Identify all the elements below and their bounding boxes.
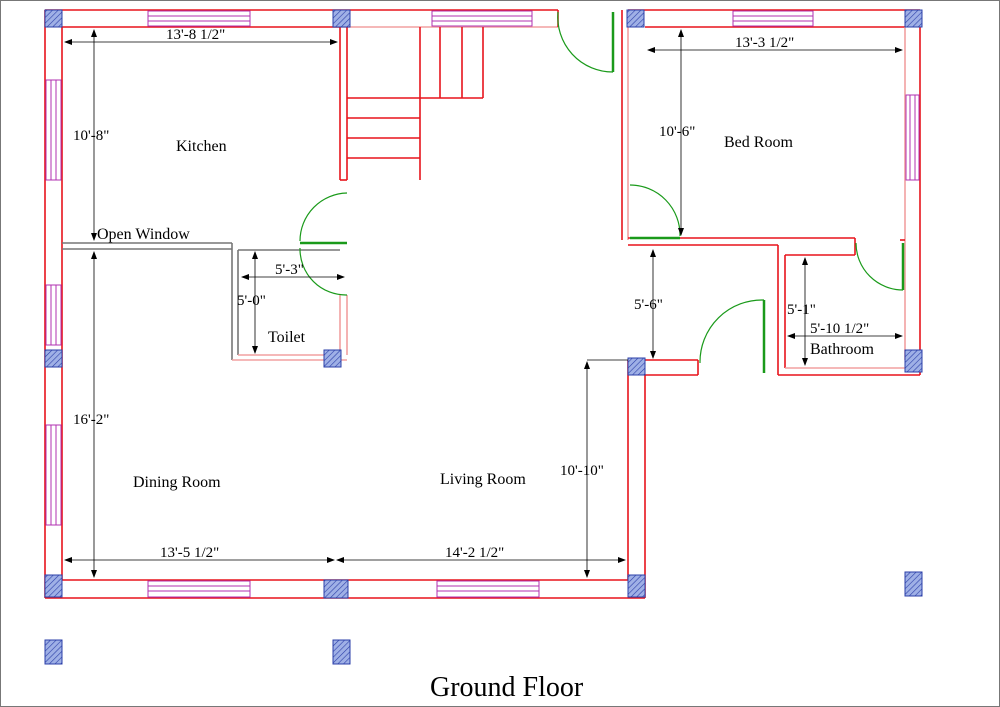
dim-living-width: 14'-2 1/2" [445, 545, 504, 561]
door-main-entrance [557, 11, 615, 73]
dim-dining-width: 13'-5 1/2" [160, 545, 219, 561]
drawing-title: Ground Floor [430, 672, 584, 703]
window-kitchen-top [147, 10, 251, 27]
window-bedroom-right [905, 94, 920, 181]
windows [45, 10, 920, 598]
column [44, 574, 63, 598]
window-kitchen-left [45, 79, 62, 181]
dimension-lines [64, 29, 903, 578]
door-toilet [299, 247, 348, 296]
dim-dining-height: 16'-2" [73, 412, 109, 428]
doors [299, 11, 905, 373]
window-bedroom-top [732, 10, 814, 27]
room-label-toilet: Toilet [268, 329, 306, 346]
column [627, 574, 646, 598]
door-bedroom [629, 184, 681, 240]
door-bathroom [855, 242, 905, 291]
column [44, 349, 63, 368]
window-stair-top [431, 10, 533, 27]
column [44, 639, 63, 665]
room-label-bed-room: Bed Room [724, 134, 793, 151]
column [904, 349, 923, 373]
dim-living-height: 10'-10" [560, 463, 604, 479]
column [332, 639, 351, 665]
room-label-living-room: Living Room [440, 471, 526, 488]
room-label-kitchen: Kitchen [176, 138, 227, 155]
column [904, 571, 923, 597]
window-dining-upper-left [45, 284, 62, 346]
column [627, 357, 646, 376]
door-passage [699, 299, 766, 373]
window-dining-left [45, 424, 62, 526]
door-kitchen [299, 192, 348, 245]
window-living-bottom [436, 580, 540, 598]
column [323, 579, 349, 599]
dim-bathroom-width: 5'-10 1/2" [810, 321, 869, 337]
note-open-window: Open Window [97, 226, 190, 243]
dim-kitchen-width: 13'-8 1/2" [166, 27, 225, 43]
room-label-bathroom: Bathroom [810, 341, 875, 358]
walls [44, 9, 921, 599]
window-dining-bottom [147, 580, 251, 598]
dim-bed-room-width: 13'-3 1/2" [735, 35, 794, 51]
column [332, 9, 351, 28]
dim-bathroom-height: 5'-1" [787, 302, 816, 318]
dim-bed-room-height: 10'-6" [659, 124, 695, 140]
column [626, 9, 645, 28]
column [323, 349, 342, 368]
dim-passage-height: 5'-6" [634, 297, 663, 313]
column [904, 9, 923, 28]
dim-toilet-height: 5'-0" [237, 293, 266, 309]
labels: Kitchen Bed Room Toilet Dining Room Livi… [73, 27, 875, 703]
room-label-dining-room: Dining Room [133, 474, 221, 491]
column [44, 9, 63, 28]
dim-kitchen-height: 10'-8" [73, 128, 109, 144]
dim-toilet-width: 5'-3" [275, 262, 304, 278]
columns [44, 9, 923, 665]
